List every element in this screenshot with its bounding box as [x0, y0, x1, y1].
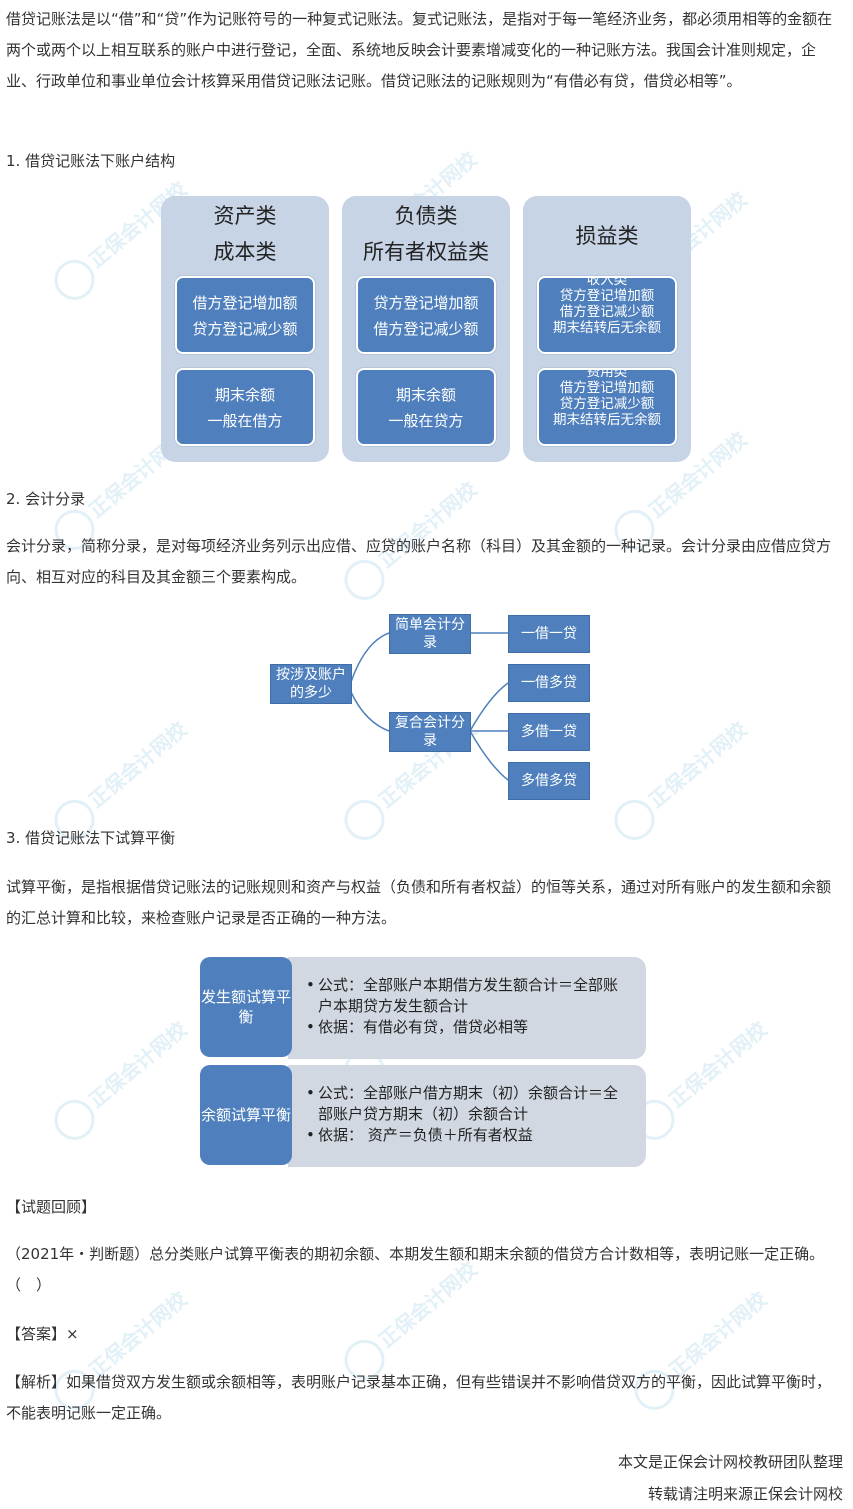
column-title: 损益类	[575, 224, 639, 248]
watermark: 正保会计网校	[626, 1012, 777, 1149]
balance-line: 期末余额	[395, 386, 456, 404]
tree-root-node: 按涉及账户的多少	[270, 664, 352, 704]
balance-line: 期末余额	[214, 386, 275, 404]
leaf-node: 一借多贷	[508, 664, 590, 702]
simple-entry-node: 简单会计分录	[389, 614, 471, 654]
rule-line: 期末结转后无余额	[553, 320, 661, 336]
watermark-text: 正保会计网校	[664, 1016, 772, 1113]
compound-entry-node: 复合会计分录	[389, 712, 471, 752]
balance-line: 一般在贷方	[388, 412, 464, 430]
connector	[469, 682, 509, 732]
rule-line: 贷方登记增加额	[373, 294, 479, 312]
intro-paragraph: 借贷记账法是以“借”和“贷”作为记账符号的一种复式记账法。复式记账法，是指对于每…	[6, 10, 833, 90]
watermark: 正保会计网校	[46, 1012, 197, 1149]
section2-paragraph: 会计分录，简称分录，是对每项经济业务列示出应借、应贷的账户名称（科目）及其金额的…	[6, 537, 832, 586]
ending-balance-box: 期末余额 一般在借方	[175, 368, 315, 446]
rule-line: 贷方登记增加额	[559, 288, 655, 304]
section3-heading: 3. 借贷记账法下试算平衡	[6, 829, 176, 847]
asset-cost-column: 资产类 成本类 借方登记增加额 贷方登记减少额 期末余额 一般在借方	[161, 196, 329, 462]
section1-heading: 1. 借贷记账法下账户结构	[6, 152, 176, 170]
rule-line: 借方登记增加额	[192, 294, 298, 312]
footer-reprint-note: 转载请注明来源正保会计网校	[647, 1485, 843, 1503]
activity-balance-label: 发生额试算平衡	[200, 957, 292, 1057]
section3-paragraph: 试算平衡，是指根据借贷记账法的记账规则和资产与权益（负债和所有者权益）的恒等关系…	[6, 878, 832, 927]
column-subtitle: 成本类	[213, 240, 277, 264]
basis-text: 依据：有借必有贷，借贷必相等	[306, 1017, 632, 1038]
debit-credit-rule-box: 贷方登记增加额 借方登记减少额	[356, 276, 496, 354]
watermark-text: 正保会计网校	[84, 1016, 192, 1113]
revenue-box: 收入类 贷方登记增加额 借方登记减少额 期末结转后无余额	[537, 276, 677, 354]
connector	[469, 730, 509, 781]
rule-line: 借方登记减少额	[373, 320, 479, 338]
review-heading: 【试题回顾】	[6, 1198, 97, 1216]
column-title: 资产类	[213, 204, 277, 228]
watermark-logo-icon	[46, 1091, 103, 1149]
ending-balance-panel: 公式：全部账户借方期末（初）余额合计＝全部账户贷方期末（初）余额合计 依据： 资…	[288, 1065, 646, 1167]
liability-equity-column: 负债类 所有者权益类 贷方登记增加额 借方登记减少额 期末余额 一般在贷方	[342, 196, 510, 462]
box-heading: 收入类	[586, 276, 628, 288]
connector	[350, 632, 390, 683]
analysis-paragraph: 【解析】如果借贷双方发生额或余额相等，表明账户记录基本正确，但有些错误并不影响借…	[6, 1373, 832, 1422]
formula-text: 公式：全部账户本期借方发生额合计＝全部账户本期贷方发生额合计	[306, 975, 632, 1017]
basis-text: 依据： 资产＝负债＋所有者权益	[306, 1125, 632, 1146]
rule-line: 借方登记增加额	[559, 380, 655, 396]
ending-balance-box: 期末余额 一般在贷方	[356, 368, 496, 446]
section2-heading: 2. 会计分录	[6, 490, 86, 508]
formula-text: 公式：全部账户借方期末（初）余额合计＝全部账户贷方期末（初）余额合计	[306, 1083, 632, 1125]
column-title: 负债类	[394, 204, 458, 228]
rule-line: 借方登记减少额	[559, 304, 655, 320]
review-question: （2021年・判断题）总分类账户试算平衡表的期初余额、本期发生额和期末余额的借贷…	[6, 1245, 825, 1294]
activity-balance-panel: 公式：全部账户本期借方发生额合计＝全部账户本期贷方发生额合计 依据：有借必有贷，…	[288, 957, 646, 1059]
rule-line: 贷方登记减少额	[192, 320, 298, 338]
box-heading: 费用类	[586, 368, 628, 380]
ending-balance-label: 余额试算平衡	[200, 1065, 292, 1165]
leaf-node: 多借一贷	[508, 713, 590, 751]
watermark-logo-icon	[46, 251, 103, 309]
debit-credit-rule-box: 借方登记增加额 贷方登记减少额	[175, 276, 315, 354]
expense-box: 费用类 借方登记增加额 贷方登记减少额 期末结转后无余额	[537, 368, 677, 446]
rule-line: 期末结转后无余额	[553, 412, 661, 428]
connector	[350, 691, 390, 732]
rule-line: 贷方登记减少额	[559, 396, 655, 412]
tree-connectors	[350, 632, 509, 781]
answer-line: 【答案】×	[6, 1325, 79, 1343]
footer-credit: 本文是正保会计网校教研团队整理	[617, 1453, 843, 1471]
balance-line: 一般在借方	[207, 412, 283, 430]
profit-loss-column: 损益类 收入类 贷方登记增加额 借方登记减少额 期末结转后无余额 费用类 借方登…	[523, 196, 691, 462]
leaf-node: 多借多贷	[508, 762, 590, 800]
column-subtitle: 所有者权益类	[363, 240, 489, 264]
leaf-node: 一借一贷	[508, 615, 590, 653]
